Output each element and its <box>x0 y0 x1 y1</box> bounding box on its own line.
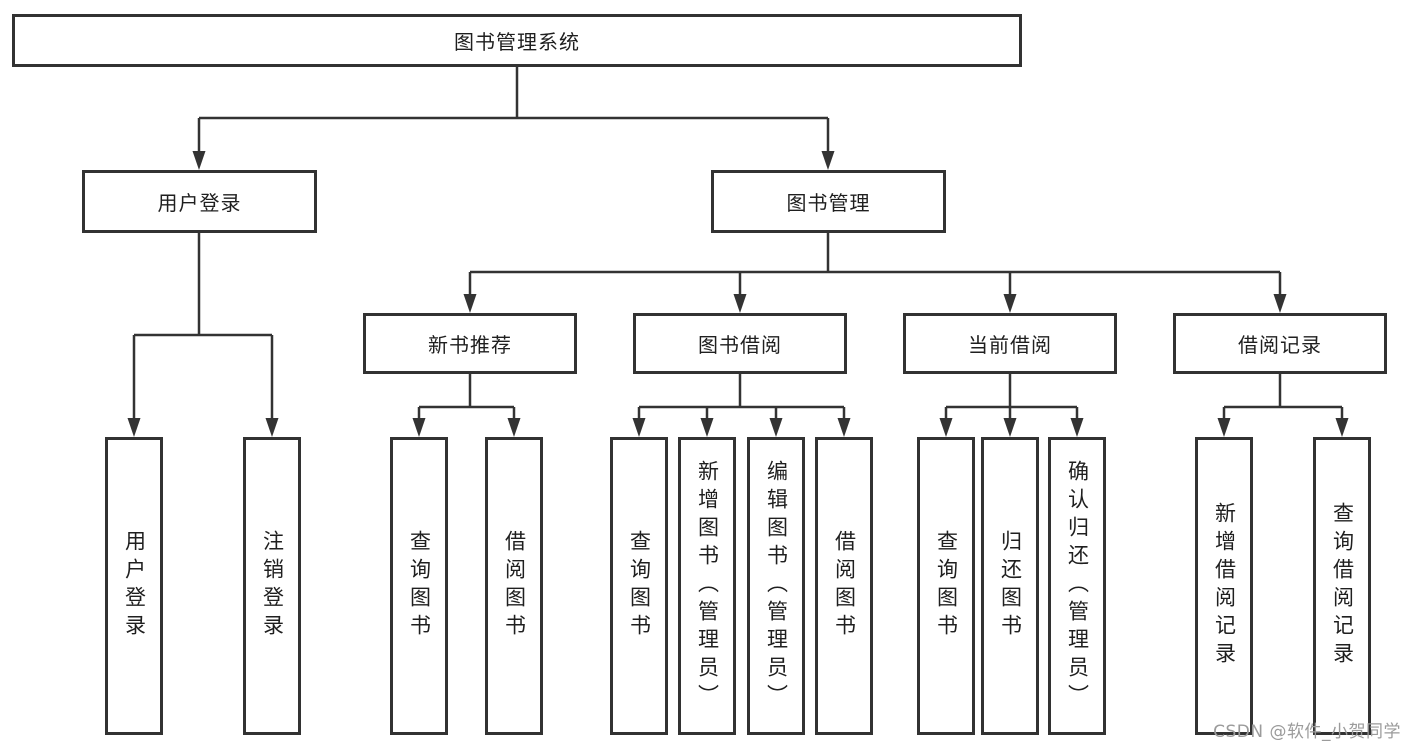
leaf-logout-label: 注销登录 <box>260 530 285 642</box>
leaf-current-query-books: 查询图书 <box>917 437 975 735</box>
leaf-newbook-query-books: 查询图书 <box>390 437 448 735</box>
leaf-newbook-borrow-books: 借阅图书 <box>485 437 543 735</box>
node-library-system-label: 图书管理系统 <box>454 30 580 54</box>
leaf-edit-books-admin: 编辑图书（管理员） <box>747 437 805 735</box>
leaf-newbook-borrow-books-label: 借阅图书 <box>502 530 527 642</box>
leaf-user-login: 用户登录 <box>105 437 163 735</box>
leaf-current-query-books-label: 查询图书 <box>934 530 959 642</box>
leaf-borrow-books-label: 借阅图书 <box>832 530 857 642</box>
node-book-borrow-label: 图书借阅 <box>698 333 782 357</box>
node-current-borrow: 当前借阅 <box>903 313 1117 374</box>
leaf-add-books-admin: 新增图书（管理员） <box>678 437 736 735</box>
node-borrow-records: 借阅记录 <box>1173 313 1387 374</box>
leaf-newbook-query-books-label: 查询图书 <box>407 530 432 642</box>
leaf-borrow-query-books: 查询图书 <box>610 437 668 735</box>
node-user-login-label: 用户登录 <box>157 191 242 215</box>
leaf-return-books: 归还图书 <box>981 437 1039 735</box>
leaf-logout: 注销登录 <box>243 437 301 735</box>
csdn-watermark: CSDN @软件_小贺同学 <box>1213 722 1401 742</box>
node-borrow-records-label: 借阅记录 <box>1238 333 1322 357</box>
leaf-return-books-label: 归还图书 <box>998 530 1023 642</box>
leaf-add-borrow-record: 新增借阅记录 <box>1195 437 1253 735</box>
leaf-borrow-books: 借阅图书 <box>815 437 873 735</box>
leaf-query-borrow-record-label: 查询借阅记录 <box>1330 502 1355 670</box>
node-book-borrow: 图书借阅 <box>633 313 847 374</box>
leaf-edit-books-admin-label: 编辑图书（管理员） <box>764 460 789 712</box>
leaf-add-books-admin-label: 新增图书（管理员） <box>695 460 720 712</box>
node-new-book-recommend-label: 新书推荐 <box>428 333 512 357</box>
node-book-management-label: 图书管理 <box>786 191 871 215</box>
leaf-borrow-query-books-label: 查询图书 <box>627 530 652 642</box>
leaf-query-borrow-record: 查询借阅记录 <box>1313 437 1371 735</box>
node-library-system: 图书管理系统 <box>12 14 1022 67</box>
leaf-add-borrow-record-label: 新增借阅记录 <box>1212 502 1237 670</box>
node-new-book-recommend: 新书推荐 <box>363 313 577 374</box>
leaf-confirm-return-admin: 确认归还（管理员） <box>1048 437 1106 735</box>
leaf-user-login-label: 用户登录 <box>122 530 147 642</box>
leaf-confirm-return-admin-label: 确认归还（管理员） <box>1065 460 1090 712</box>
node-book-management: 图书管理 <box>711 170 946 233</box>
arrowhead-icons <box>127 151 1349 437</box>
node-current-borrow-label: 当前借阅 <box>968 333 1052 357</box>
node-user-login: 用户登录 <box>82 170 317 233</box>
